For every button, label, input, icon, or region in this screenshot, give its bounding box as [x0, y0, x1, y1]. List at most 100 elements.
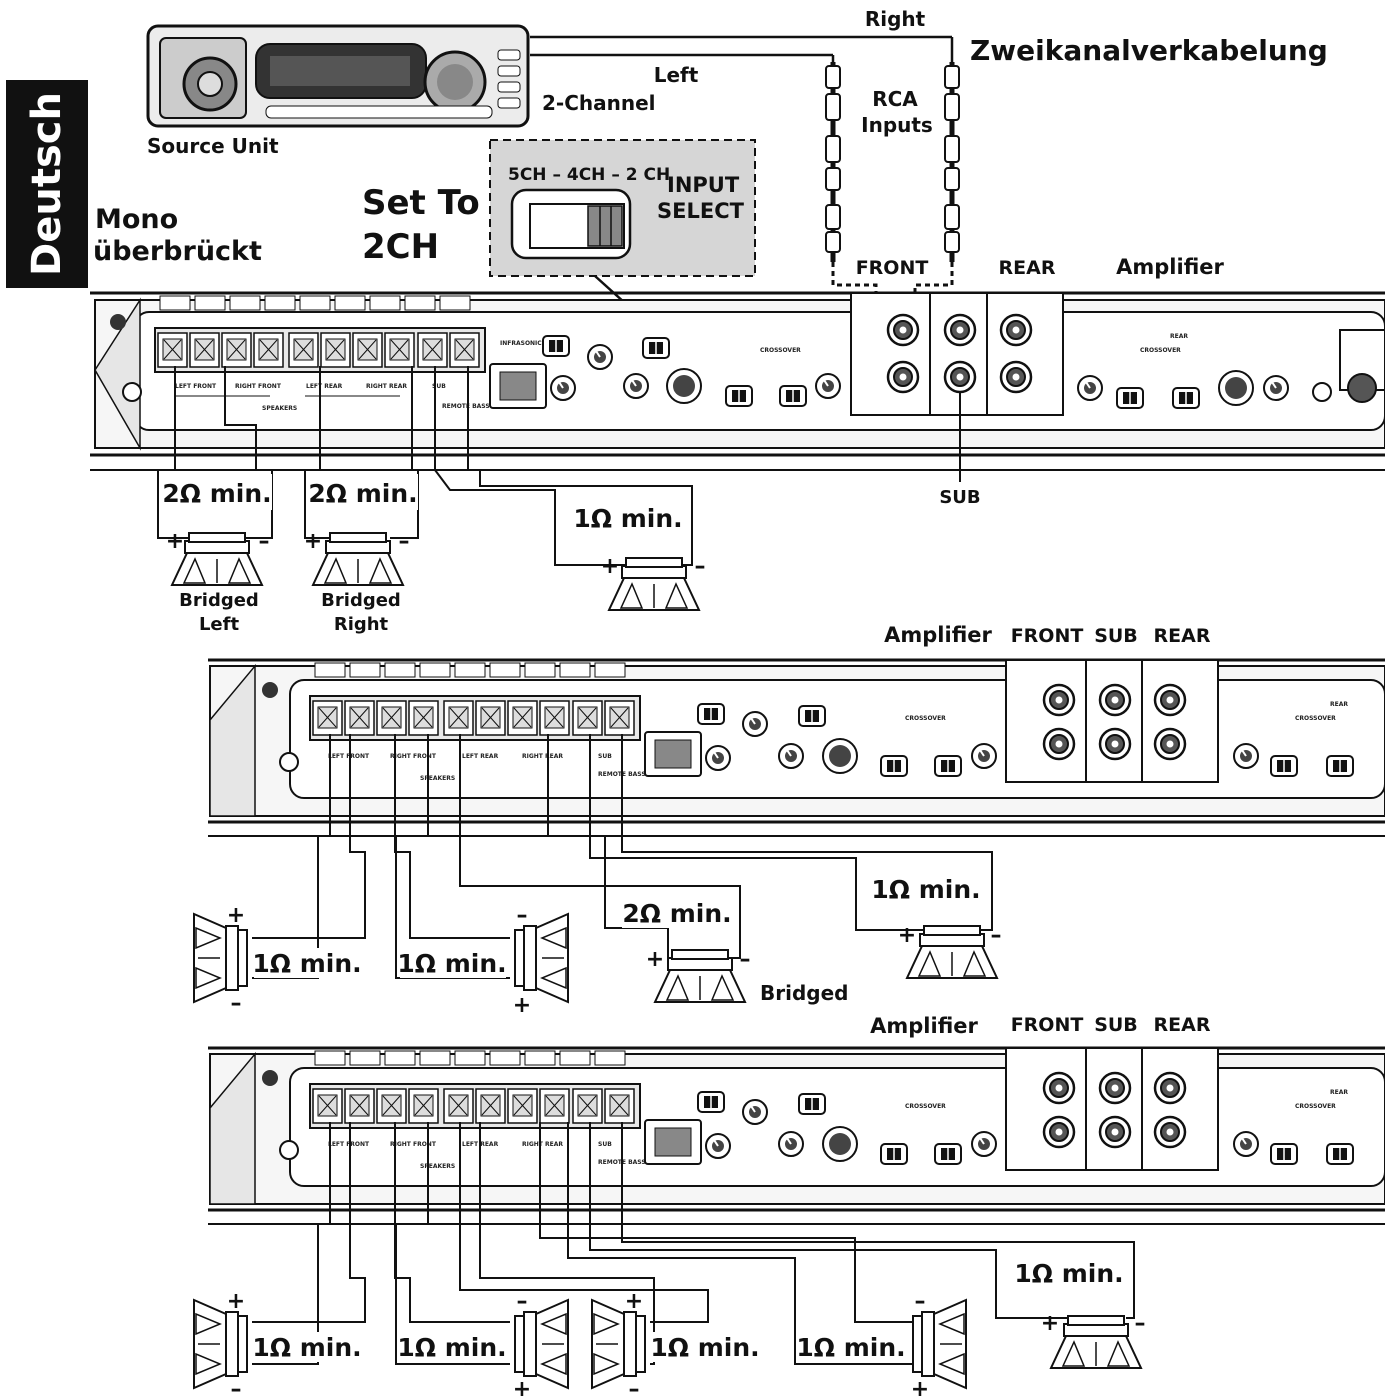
plus-sign: + — [304, 529, 322, 554]
plus-sign: + — [227, 1289, 245, 1314]
amplifier-2: LEFT FRONT RIGHT FRONT LEFT REAR RIGHT R… — [208, 658, 1385, 837]
minus-sign: – — [517, 903, 528, 928]
svg-text:SPEAKERS: SPEAKERS — [420, 1163, 455, 1170]
rear-label-2: REAR — [1154, 625, 1211, 647]
speaker-bridged-left — [171, 532, 263, 586]
minus-sign: – — [231, 1377, 242, 1398]
d1-spk-a-label-2: Left — [199, 614, 240, 635]
rca-left-route — [831, 262, 893, 374]
amp2-wires — [252, 734, 993, 979]
amp3-wires — [252, 1122, 1135, 1365]
mono-label: Mono — [95, 204, 178, 235]
set-to-value: 2CH — [362, 227, 439, 267]
d3-spk-c-impedance: 1Ω min. — [650, 1333, 759, 1362]
left-channel-label: Left — [654, 63, 699, 87]
bridged-label: überbrückt — [93, 236, 262, 267]
minus-sign: – — [991, 923, 1002, 948]
svg-text:RIGHT FRONT: RIGHT FRONT — [390, 1141, 437, 1148]
set-to-label: Set To — [362, 183, 480, 223]
svg-text:CROSSOVER: CROSSOVER — [1140, 347, 1181, 354]
d3-spk-d-impedance: 1Ω min. — [796, 1333, 905, 1362]
amp1-speaker-labels — [162, 474, 684, 536]
speaker-sub-2 — [906, 925, 998, 979]
svg-text:SUB: SUB — [598, 1141, 612, 1148]
input-select-inset — [489, 139, 756, 331]
minus-sign: – — [231, 991, 242, 1016]
minus-sign: – — [399, 529, 410, 554]
amp2-speaker-labels — [254, 872, 980, 978]
svg-text:REAR: REAR — [1330, 701, 1348, 708]
minus-sign: – — [740, 947, 751, 972]
d3-spk-e-impedance: 1Ω min. — [1014, 1259, 1123, 1288]
front-label-2: FRONT — [1011, 625, 1084, 647]
svg-text:LEFT REAR: LEFT REAR — [462, 753, 499, 760]
plus-sign: + — [227, 903, 245, 928]
svg-text:SPEAKERS: SPEAKERS — [420, 775, 455, 782]
svg-text:LEFT REAR: LEFT REAR — [306, 383, 343, 390]
plus-sign: + — [625, 1289, 643, 1314]
svg-text:SUB: SUB — [432, 383, 446, 390]
amplifier-label-1: Amplifier — [1116, 255, 1224, 279]
rca-plugs — [825, 65, 960, 253]
input-select-label-2: SELECT — [657, 199, 745, 223]
d2-spk-c-impedance: 2Ω min. — [622, 899, 731, 928]
d3-spk-a-impedance: 1Ω min. — [252, 1333, 361, 1362]
d1-spk-c-impedance: 1Ω min. — [573, 504, 682, 533]
plus-sign: + — [601, 554, 619, 579]
amplifier-3: LEFT FRONT RIGHT FRONT LEFT REAR RIGHT R… — [208, 1046, 1385, 1225]
d2-spk-b-impedance: 1Ω min. — [397, 949, 506, 978]
input-select-label-1: INPUT — [667, 173, 740, 197]
d1-spk-b-label-1: Bridged — [321, 590, 401, 611]
front-label-3: FRONT — [1011, 1014, 1084, 1036]
amp3-speaker-labels — [254, 1258, 1122, 1362]
minus-sign: – — [1135, 1311, 1146, 1336]
svg-text:RIGHT REAR: RIGHT REAR — [522, 1141, 563, 1148]
svg-text:RIGHT FRONT: RIGHT FRONT — [235, 383, 282, 390]
sub-label-2: SUB — [1094, 625, 1138, 647]
speaker-sub-3 — [1050, 1315, 1142, 1369]
two-channel-label: 2-Channel — [542, 91, 656, 115]
rca-label: RCA — [872, 87, 918, 111]
minus-sign: – — [259, 529, 270, 554]
svg-text:INFRASONIC: INFRASONIC — [500, 340, 542, 347]
svg-text:CROSSOVER: CROSSOVER — [905, 1103, 946, 1110]
plus-sign: + — [911, 1377, 929, 1398]
plus-sign: + — [513, 993, 531, 1018]
language-tab — [6, 80, 88, 288]
d2-spk-d-impedance: 1Ω min. — [871, 875, 980, 904]
d1-spk-a-label-1: Bridged — [179, 590, 259, 611]
svg-text:CROSSOVER: CROSSOVER — [1295, 1103, 1336, 1110]
right-channel-label: Right — [865, 7, 926, 31]
svg-text:RIGHT REAR: RIGHT REAR — [522, 753, 563, 760]
svg-text:CROSSOVER: CROSSOVER — [905, 715, 946, 722]
minus-sign: – — [629, 1377, 640, 1398]
d1-spk-b-impedance: 2Ω min. — [308, 479, 417, 508]
amplifier-label-2: Amplifier — [884, 623, 992, 647]
svg-text:SPEAKERS: SPEAKERS — [262, 405, 297, 412]
svg-text:CROSSOVER: CROSSOVER — [760, 347, 801, 354]
plus-sign: + — [898, 923, 916, 948]
speaker-bridged-right — [312, 532, 404, 586]
svg-text:RIGHT FRONT: RIGHT FRONT — [390, 753, 437, 760]
svg-text:RIGHT REAR: RIGHT REAR — [366, 383, 407, 390]
svg-text:SUB: SUB — [598, 753, 612, 760]
diagram-title: Zweikanalverkabelung — [970, 34, 1328, 67]
svg-text:LEFT FRONT: LEFT FRONT — [175, 383, 217, 390]
rear-label-3: REAR — [1154, 1014, 1211, 1036]
svg-text:REAR: REAR — [1170, 333, 1188, 340]
amplifier-label-3: Amplifier — [870, 1014, 978, 1038]
plus-sign: + — [646, 947, 664, 972]
d2-spk-c-label: Bridged — [760, 981, 848, 1005]
speaker-sub-1 — [608, 557, 700, 611]
sub-label-3: SUB — [1094, 1014, 1138, 1036]
minus-sign: – — [915, 1289, 926, 1314]
inputs-label: Inputs — [861, 113, 933, 137]
d3-spk-b-impedance: 1Ω min. — [397, 1333, 506, 1362]
svg-text:REAR: REAR — [1330, 1089, 1348, 1096]
d1-spk-b-label-2: Right — [334, 614, 389, 635]
sub-label-1: SUB — [939, 487, 980, 508]
d1-spk-a-impedance: 2Ω min. — [162, 479, 271, 508]
plus-sign: + — [1041, 1311, 1059, 1336]
d2-spk-a-impedance: 1Ω min. — [252, 949, 361, 978]
